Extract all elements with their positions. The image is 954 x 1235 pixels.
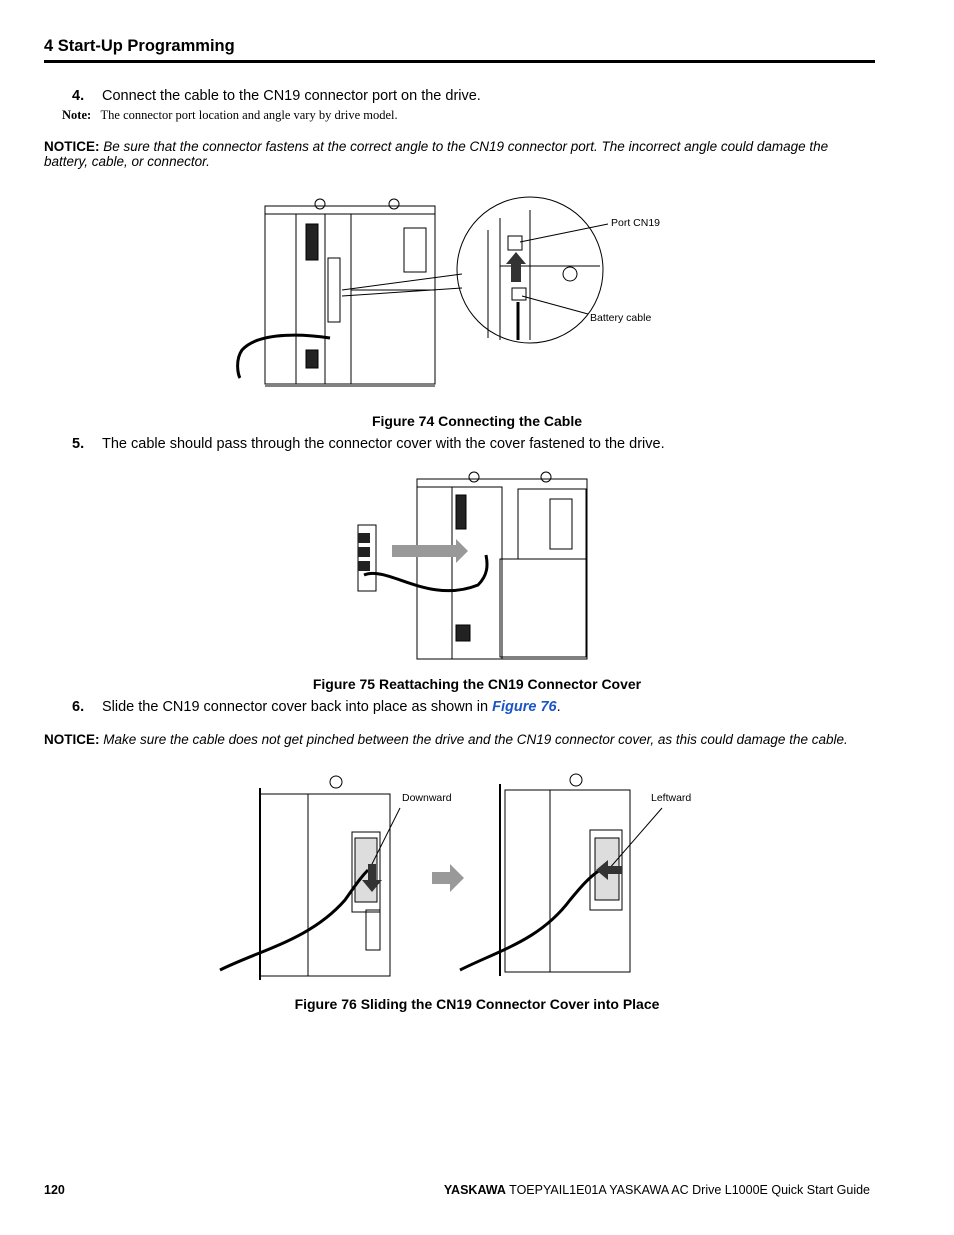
notice-cable-pinch: NOTICE: Make sure the cable does not get… <box>44 732 874 747</box>
page-number: 120 <box>44 1183 65 1197</box>
down-arrow-icon <box>362 864 382 892</box>
header-rule <box>44 60 875 63</box>
battery-cable <box>219 868 370 972</box>
step-text: The cable should pass through the connec… <box>102 436 665 452</box>
notice-text: Make sure the cable does not get pinched… <box>103 732 848 747</box>
left-arrow-icon <box>596 860 622 880</box>
zoom-detail-circle <box>456 196 604 344</box>
note-text: The connector port location and angle va… <box>100 108 398 122</box>
right-arrow-icon <box>432 864 464 892</box>
section-title: 4 Start-Up Programming <box>44 37 235 55</box>
footer-brand: YASKAWA <box>443 1183 506 1197</box>
drive-right <box>504 789 631 973</box>
step-number: 6. <box>72 699 85 715</box>
step-number: 5. <box>72 436 85 452</box>
step-4-note: Note: The connector port location and an… <box>62 108 398 123</box>
battery-cable <box>363 554 489 593</box>
battery-cable <box>236 333 331 379</box>
figure-76-caption: Figure 76 Sliding the CN19 Connector Cov… <box>294 996 660 1012</box>
figure-75-caption: Figure 75 Reattaching the CN19 Connector… <box>312 676 642 692</box>
connector-cover <box>357 524 377 592</box>
notice-label: NOTICE: <box>44 139 100 154</box>
step-text-before: Slide the CN19 connector cover back into… <box>102 699 493 715</box>
figure-76-illustration <box>219 773 663 980</box>
notice-label: NOTICE: <box>44 732 100 747</box>
callout-downward: Downward <box>402 792 452 804</box>
figure-74-illustration <box>236 196 609 387</box>
step-text: Connect the cable to the CN19 connector … <box>102 88 481 104</box>
step-6: 6. Slide the CN19 connector cover back in… <box>72 699 561 715</box>
footer-doc-title: YASKAWA TOEPYAIL1E01A YASKAWA AC Drive L… <box>444 1183 870 1197</box>
callout-port-cn19: Port CN19 <box>611 217 661 229</box>
step-number: 4. <box>72 88 85 104</box>
up-arrow-icon <box>506 252 526 282</box>
step-4: 4. Connect the cable to the CN19 connecto… <box>72 88 481 104</box>
figure-74-caption: Figure 74 Connecting the Cable <box>371 413 583 429</box>
step-text-after: . <box>556 699 561 715</box>
notice-text: Be sure that the connector fastens at th… <box>44 139 829 169</box>
note-label: Note: <box>62 108 92 122</box>
callout-battery-cable: Battery cable <box>590 312 652 324</box>
callout-leftward: Leftward <box>651 792 692 804</box>
step-5: 5. The cable should pass through the conn… <box>72 436 665 452</box>
notice-connector-angle: NOTICE: Be sure that the connector faste… <box>44 139 874 169</box>
figure-76-link[interactable]: Figure 76 <box>492 699 557 715</box>
figure-75-illustration <box>357 471 588 660</box>
right-arrow-icon <box>392 539 468 563</box>
footer-doc: TOEPYAIL1E01A YASKAWA AC Drive L1000E Qu… <box>505 1183 870 1197</box>
